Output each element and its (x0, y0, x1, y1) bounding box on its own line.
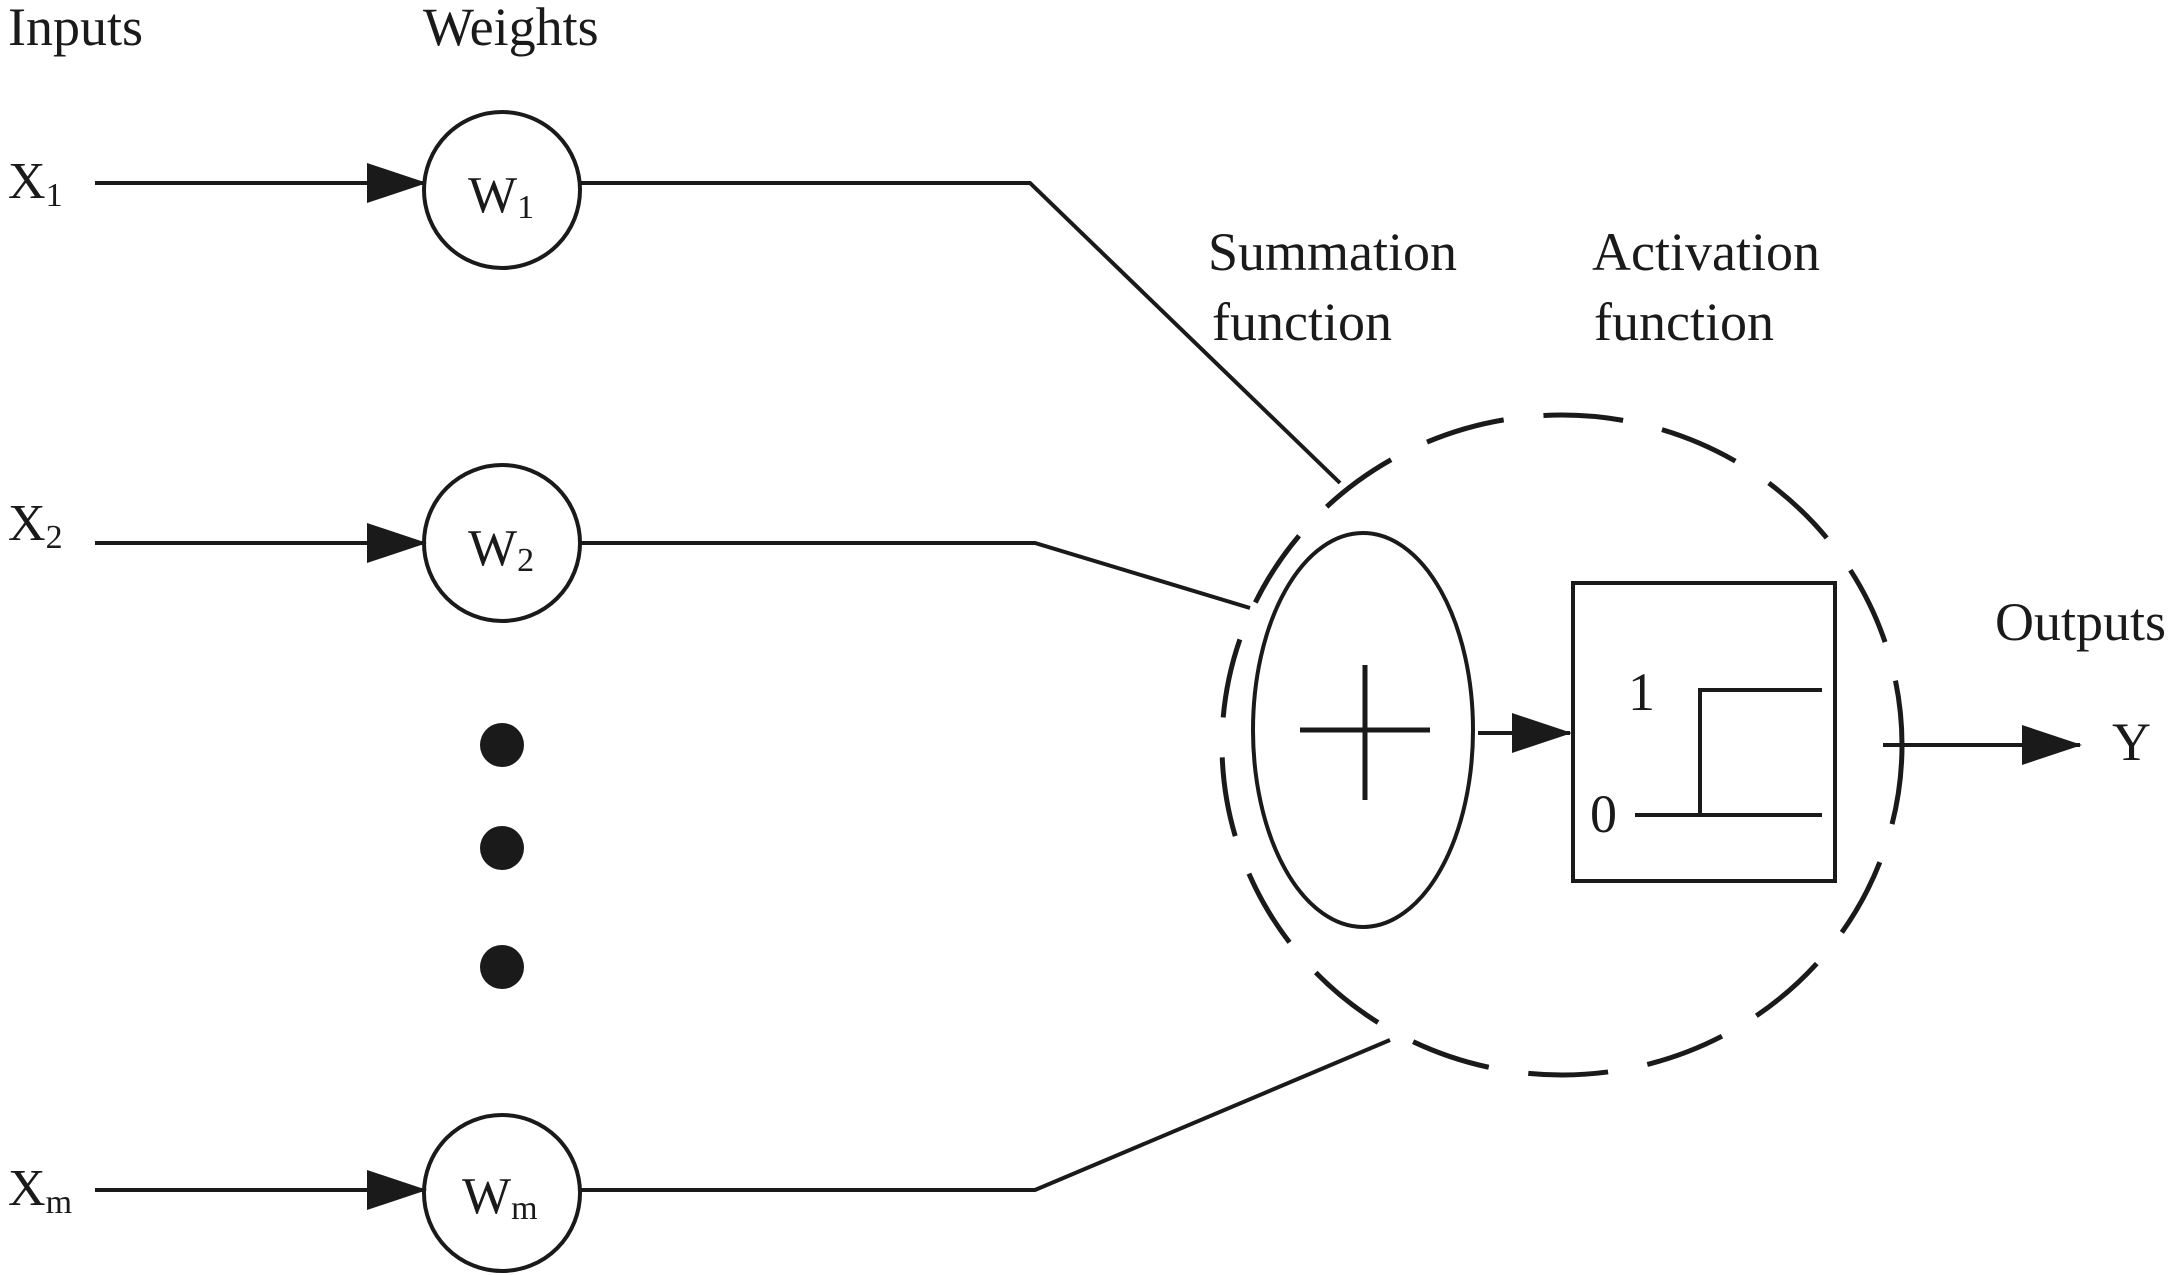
ellipsis-dot (480, 826, 524, 870)
summation-node (1251, 531, 1475, 929)
input-xm-label: Xm (8, 1160, 72, 1221)
activation-label-line2: function (1594, 292, 1774, 352)
input-x1-label: X1 (8, 153, 63, 214)
weight-w1-label: W1 (468, 167, 534, 226)
outputs-label: Outputs (1995, 592, 2166, 652)
weight-wm-node (422, 1113, 582, 1273)
activation-box (1571, 581, 1837, 883)
w2-connection (580, 541, 1251, 610)
ellipsis-dot (480, 945, 524, 989)
step-function-icon (1635, 688, 1822, 817)
output-y-label: Y (2112, 712, 2151, 772)
weight-wm-label: Wm (462, 1168, 538, 1227)
ellipsis-dot (480, 723, 524, 767)
weight-w1-node (422, 110, 582, 270)
step-low-label: 0 (1590, 784, 1617, 844)
weights-header: Weights (423, 0, 599, 57)
weight-w2-label: W2 (468, 520, 534, 579)
wm-connection (580, 1038, 1391, 1192)
summation-label-line2: function (1212, 292, 1392, 352)
activation-label-line1: Activation (1592, 222, 1820, 282)
neuron-boundary (1219, 412, 1905, 1078)
step-high-label: 1 (1628, 662, 1655, 722)
w1-connection (580, 181, 1342, 485)
input-x2-label: X2 (8, 495, 63, 556)
summation-label-line1: Summation (1208, 222, 1457, 282)
inputs-header: Inputs (8, 0, 143, 57)
